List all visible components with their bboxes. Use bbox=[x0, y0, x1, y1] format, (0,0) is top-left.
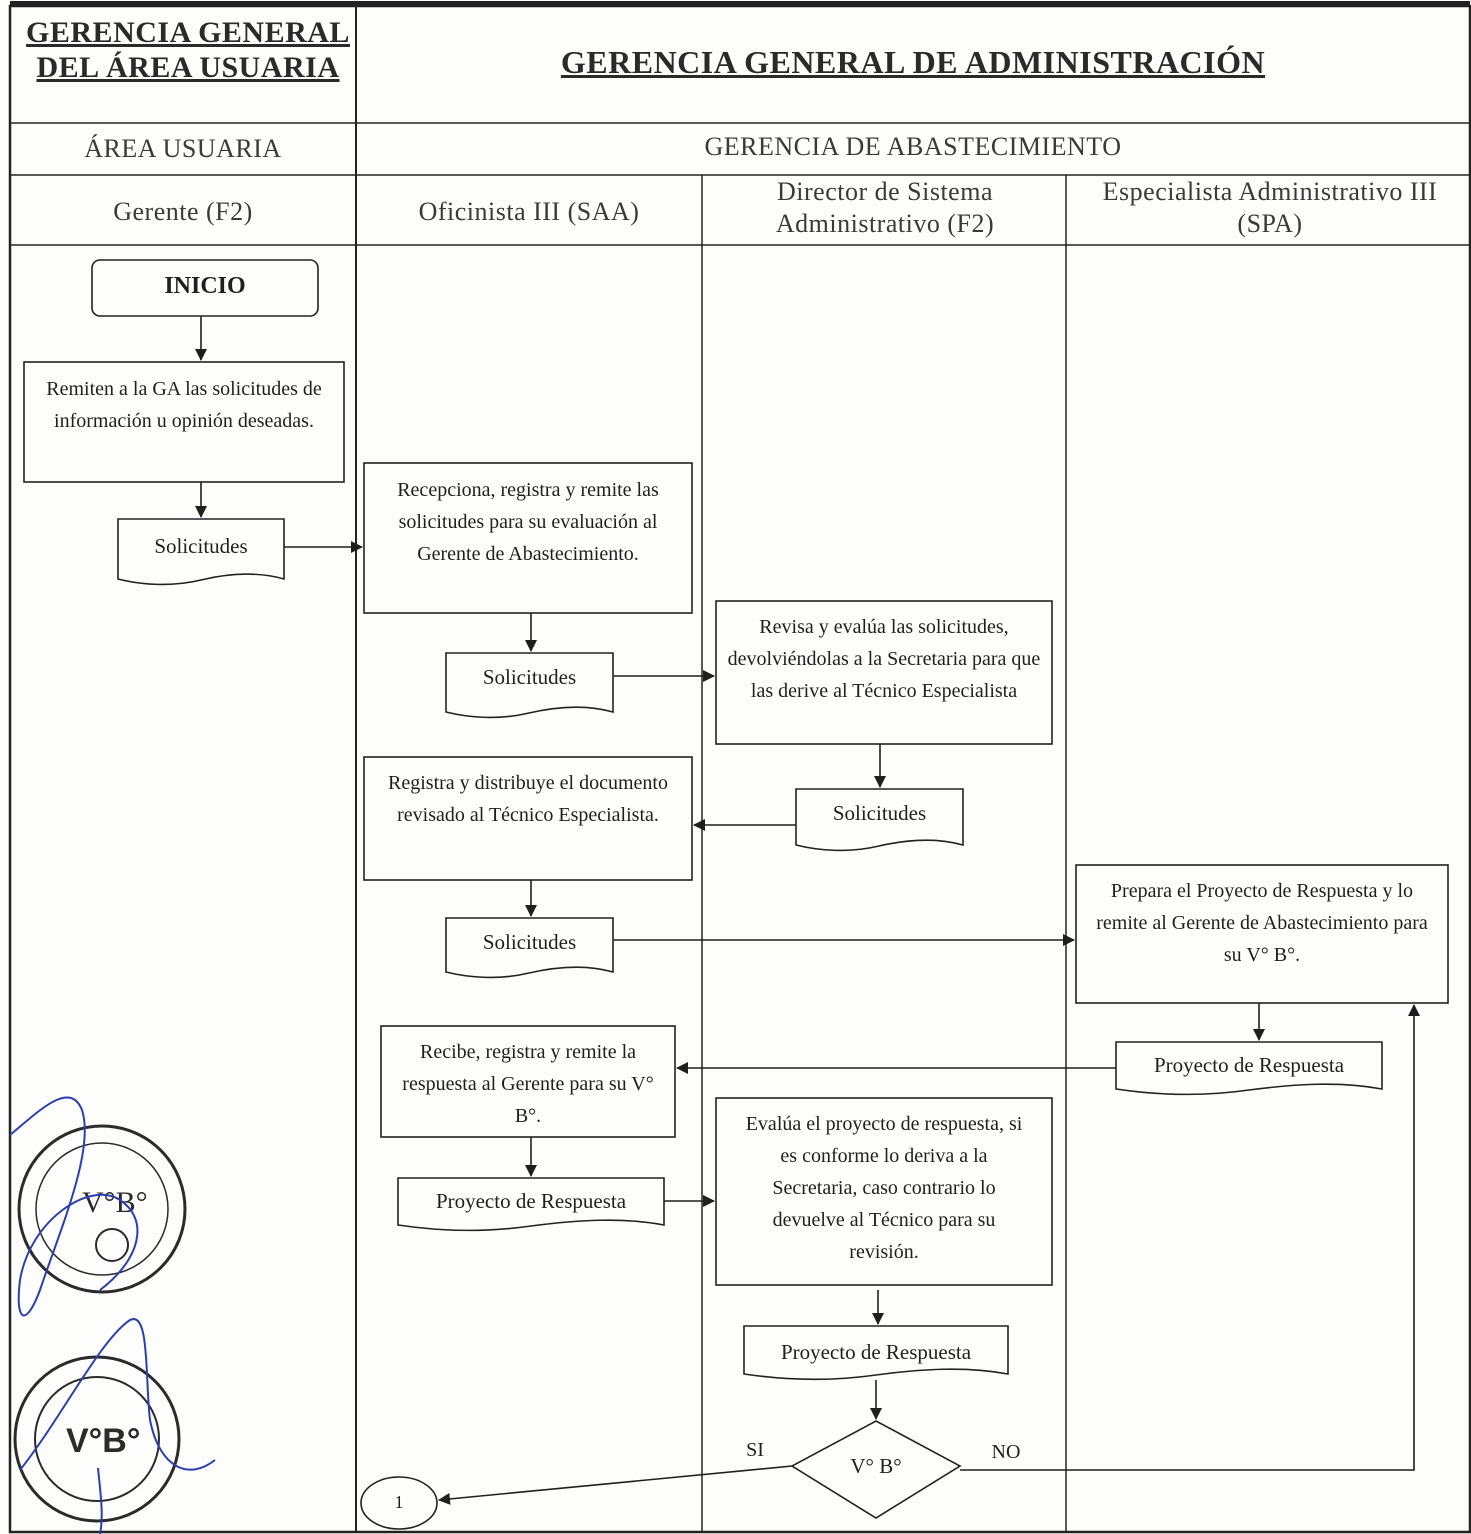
connector-circle bbox=[360, 1476, 438, 1530]
remiten-label: Remiten a la GA las solicitudes de infor… bbox=[46, 378, 322, 432]
table-grid bbox=[8, 1, 1471, 1534]
evalua-box bbox=[715, 1097, 1053, 1286]
doc-proyecto-1 bbox=[1115, 1041, 1383, 1096]
prepara-box bbox=[1075, 864, 1449, 1004]
stamp-seal-1: V°B° bbox=[17, 1124, 187, 1294]
inicio-terminator bbox=[91, 259, 319, 317]
decision-diamond bbox=[790, 1420, 962, 1519]
svg-text:V°B°: V°B° bbox=[66, 1422, 140, 1460]
doc-proyecto-3 bbox=[743, 1325, 1009, 1381]
header-right-title: GERENCIA GENERAL DE ADMINISTRACIÓN bbox=[560, 44, 1266, 80]
doc-solicitudes-3 bbox=[795, 788, 964, 852]
process-boxes bbox=[23, 259, 1449, 1286]
doc-solicitudes-4-label: Solicitudes bbox=[482, 930, 577, 954]
signature bbox=[9, 1096, 216, 1534]
doc-solicitudes-4 bbox=[445, 917, 614, 979]
doc-solicitudes-3-label: Solicitudes bbox=[832, 801, 927, 825]
recibe-box bbox=[380, 1025, 676, 1138]
flow-arrows bbox=[195, 316, 1420, 1505]
decision-label: V° B° bbox=[850, 1454, 902, 1478]
recibe-label: Recibe, registra y remite la respuesta a… bbox=[402, 1041, 654, 1127]
doc-proyecto-2 bbox=[397, 1177, 665, 1232]
decision-si-label: SI bbox=[746, 1439, 764, 1461]
lane-title-especialista: Especialista Administrativo III (SPA) bbox=[1102, 177, 1438, 238]
header-left-title: GERENCIA GENERAL DEL ÁREA USUARIA bbox=[26, 16, 350, 84]
registra-label: Registra y distribuye el documento revis… bbox=[388, 772, 668, 826]
doc-proyecto-2-label: Proyecto de Respuesta bbox=[435, 1189, 627, 1213]
recepciona-label: Recepciona, registra y remite las solici… bbox=[397, 479, 659, 565]
doc-solicitudes-1-label: Solicitudes bbox=[154, 534, 248, 558]
registra-box bbox=[363, 756, 693, 881]
recepciona-box bbox=[363, 462, 693, 614]
stamp-seal-2: V°B° bbox=[13, 1355, 181, 1523]
remiten-box bbox=[23, 361, 345, 483]
doc-proyecto-3-label: Proyecto de Respuesta bbox=[780, 1340, 972, 1364]
revisa-box bbox=[715, 600, 1053, 745]
decision-no-label: NO bbox=[991, 1441, 1021, 1463]
connector-label: 1 bbox=[394, 1492, 404, 1512]
evalua-label: Evalúa el proyecto de respuesta, si es c… bbox=[745, 1113, 1023, 1263]
document-shapes bbox=[117, 518, 1383, 1381]
revisa-label: Revisa y evalúa las solicitudes, devolvi… bbox=[727, 616, 1041, 702]
doc-solicitudes-1 bbox=[117, 518, 285, 586]
doc-solicitudes-2 bbox=[445, 652, 614, 719]
svg-text:V°B°: V°B° bbox=[82, 1186, 148, 1219]
lane-title-director: Director de Sistema Administrativo (F2) bbox=[775, 177, 995, 238]
lane-title-oficinista: Oficinista III (SAA) bbox=[418, 197, 640, 226]
decision-shapes bbox=[360, 1420, 962, 1530]
header-left-sub: ÁREA USUARIA bbox=[84, 134, 282, 163]
doc-solicitudes-2-label: Solicitudes bbox=[482, 665, 577, 689]
prepara-label: Prepara el Proyecto de Respuesta y lo re… bbox=[1096, 880, 1428, 966]
inicio-label: INICIO bbox=[164, 273, 246, 299]
header-right-sub: GERENCIA DE ABASTECIMIENTO bbox=[704, 132, 1122, 161]
lane-title-gerente: Gerente (F2) bbox=[113, 197, 253, 226]
doc-proyecto-1-label: Proyecto de Respuesta bbox=[1153, 1053, 1345, 1077]
